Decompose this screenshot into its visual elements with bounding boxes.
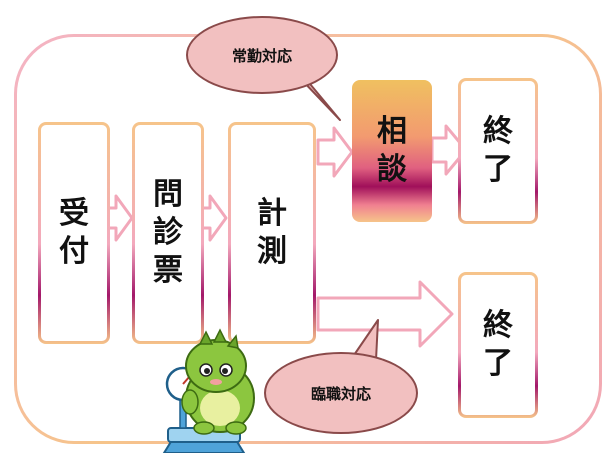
step-end-top-char-2: 了: [483, 152, 513, 187]
step-measurement: 計 測: [228, 122, 316, 344]
step-reception-char-1: 受: [59, 196, 89, 231]
arrow-measurement-to-end: [316, 280, 454, 348]
step-end-bottom-char-1: 終: [483, 308, 513, 343]
step-consultation-char-1: 相: [377, 114, 407, 149]
bubble-regular-staff-text: 常勤対応: [231, 46, 292, 65]
arrow-reception-to-questionnaire: [106, 194, 134, 242]
step-end-top: 終 了: [458, 78, 538, 224]
step-end-bottom-char-2: 了: [483, 346, 513, 381]
step-reception: 受 付: [38, 122, 110, 344]
arrow-questionnaire-to-measurement: [200, 194, 228, 242]
step-questionnaire-char-2: 診: [153, 215, 183, 250]
step-questionnaire-char-1: 問: [153, 177, 183, 212]
step-end-bottom: 終 了: [458, 272, 538, 418]
step-consultation: 相 談: [352, 80, 432, 222]
step-questionnaire: 問 診 票: [132, 122, 204, 344]
step-questionnaire-char-3: 票: [153, 253, 183, 288]
step-reception-char-2: 付: [59, 234, 89, 269]
bubble-temporary-staff: 臨職対応: [264, 352, 418, 434]
bubble-temporary-staff-text: 臨職対応: [310, 384, 371, 403]
step-consultation-char-2: 談: [377, 152, 407, 187]
step-measurement-char-2: 測: [257, 234, 287, 269]
arrow-consultation-to-end: [430, 124, 468, 176]
step-measurement-char-1: 計: [257, 196, 287, 231]
arrow-measurement-to-consultation: [316, 126, 354, 178]
step-end-top-char-1: 終: [483, 114, 513, 149]
bubble-regular-staff: 常勤対応: [186, 16, 338, 94]
